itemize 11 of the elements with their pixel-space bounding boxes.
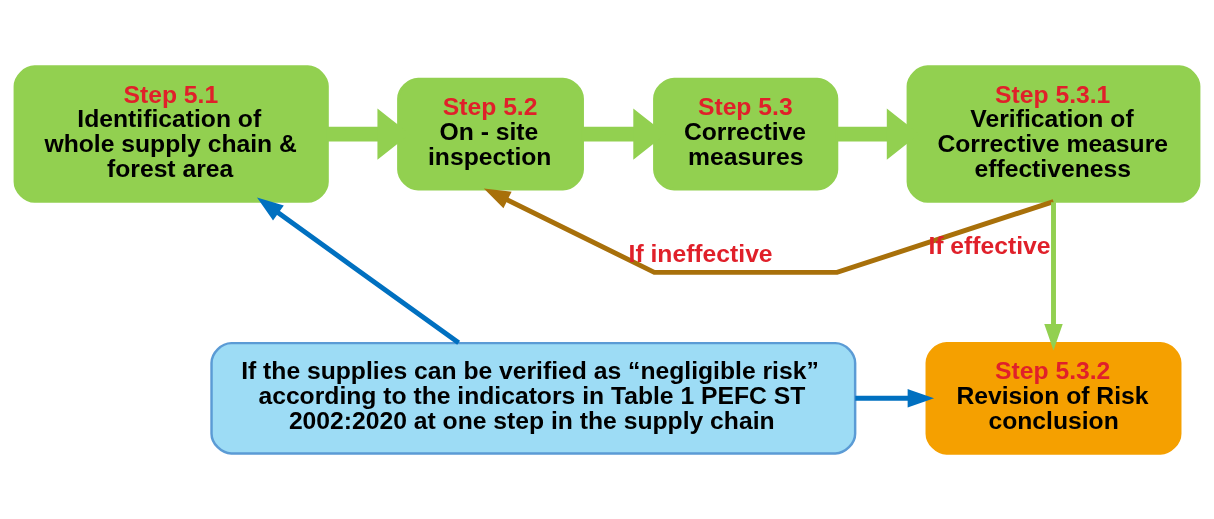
arrow	[483, 187, 1055, 275]
arrow	[257, 197, 461, 345]
node-box: Step 5.3.2 Revision of Risk conclusion	[925, 341, 1182, 455]
node-box: If the supplies can be verified as “negligible risk” according to the indicators in Table 1 PEFC ST 2002:2020 at one step in the supply chain	[210, 341, 857, 455]
node-box: Step 5.3 Corrective measures	[653, 77, 839, 190]
node-box: Step 5.3.1 Verification of Corrective measure effectiveness	[906, 64, 1201, 203]
node-box: Step 5.2 On - site inspection	[397, 77, 584, 190]
node-box: Step 5.1 Identification of whole supply chain & forest area	[13, 64, 329, 203]
arrow	[1044, 201, 1063, 350]
arrow	[855, 388, 935, 407]
edge-label: If ineffective	[628, 239, 773, 267]
